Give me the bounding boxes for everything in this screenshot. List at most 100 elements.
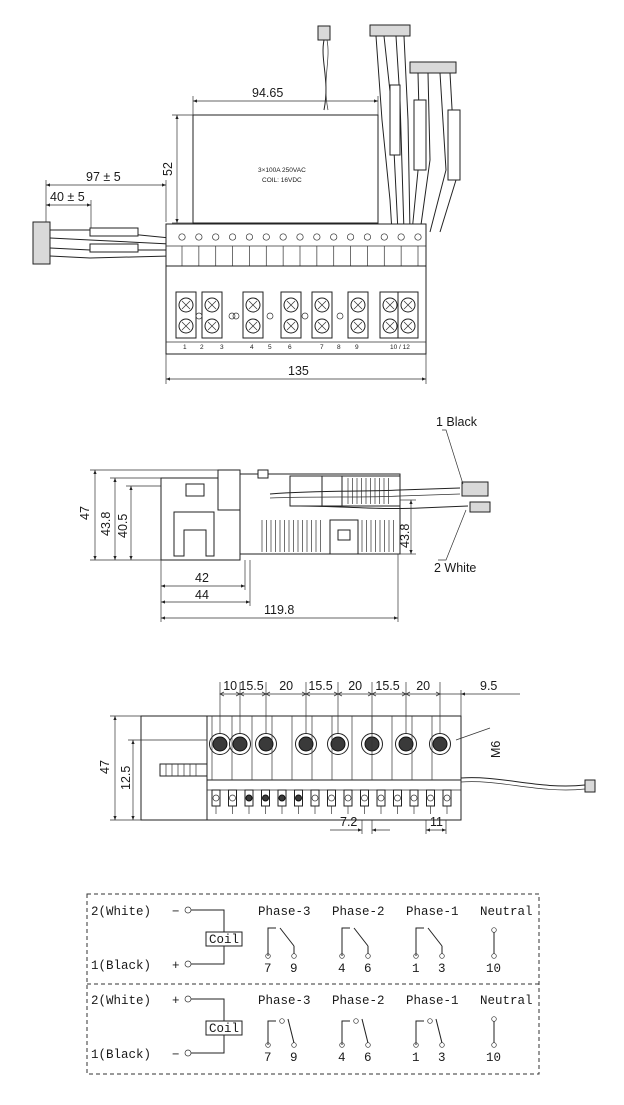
rating-label: 3×100A 250VAC bbox=[258, 167, 306, 174]
input-black-label: 1(Black) bbox=[91, 1048, 151, 1062]
side-wires bbox=[269, 481, 491, 513]
phase-label: Phase-1 bbox=[406, 994, 459, 1008]
terminal-circle bbox=[184, 1049, 192, 1057]
pin-hole bbox=[245, 233, 253, 241]
dim-thread-m6: M6 bbox=[489, 741, 503, 758]
input-black-polarity: + bbox=[172, 959, 180, 973]
wire-black-label: 1 Black bbox=[436, 415, 478, 429]
terminal-hole bbox=[266, 312, 274, 320]
coil-box bbox=[205, 1020, 243, 1036]
dim-height: 52 bbox=[161, 162, 175, 176]
pin-dot bbox=[377, 794, 385, 802]
terminal-number: 1 bbox=[183, 344, 187, 351]
terminal-number: 5 bbox=[268, 344, 272, 351]
pin-dot bbox=[278, 794, 286, 802]
pin-dot bbox=[212, 794, 220, 802]
pin-number: 10 bbox=[486, 1051, 501, 1065]
input-white-label: 2(White) bbox=[91, 994, 151, 1008]
screw-head bbox=[398, 736, 414, 752]
pin-hole bbox=[262, 233, 270, 241]
phase-label: Neutral bbox=[480, 905, 533, 919]
terminal-hole bbox=[195, 312, 203, 320]
pin-hole bbox=[229, 233, 237, 241]
dim-side-height-47: 47 bbox=[78, 506, 92, 520]
pin-hole bbox=[330, 233, 338, 241]
wire-white-label: 2 White bbox=[434, 561, 476, 575]
pin-dot bbox=[361, 794, 368, 802]
dim-pin-width: 11 bbox=[430, 815, 443, 829]
input-white-polarity: + bbox=[172, 994, 180, 1008]
relay-housing bbox=[192, 114, 379, 224]
dim-side-right-43-8: 43.8 bbox=[398, 524, 412, 548]
coil-label: COIL: 16VDC bbox=[262, 177, 302, 184]
pin-hole bbox=[363, 233, 371, 241]
dim-bottom-screw-12-5: 12.5 bbox=[119, 766, 133, 790]
pin-hole bbox=[279, 233, 287, 241]
screw-row bbox=[209, 716, 451, 780]
input-white-polarity: − bbox=[172, 905, 180, 919]
contact-arm bbox=[427, 927, 443, 947]
terminal-number: 9 bbox=[355, 344, 359, 351]
pin-dot bbox=[311, 794, 319, 802]
dim-94-65: 94.65 bbox=[192, 86, 379, 115]
terminal-number: 4 bbox=[250, 344, 254, 351]
dim-side-width-44: 44 bbox=[195, 588, 209, 602]
pitch-value: 15.5 bbox=[308, 679, 332, 693]
pin-dot bbox=[443, 794, 451, 802]
terminal-hole bbox=[336, 312, 344, 320]
side-view: 1 Black 2 White 47 43.8 40.5 43.8 42 44 … bbox=[78, 415, 491, 622]
pitch-value: 15.5 bbox=[375, 679, 399, 693]
side-bracket bbox=[159, 763, 208, 777]
pin-dot bbox=[262, 794, 269, 802]
terminal-circle bbox=[184, 960, 192, 968]
dim-52: 52 bbox=[161, 114, 193, 224]
screw-head bbox=[330, 736, 346, 752]
pitch-value: 20 bbox=[416, 679, 430, 693]
screw-head bbox=[432, 736, 448, 752]
pin-number: 7 bbox=[264, 962, 272, 976]
phase-label: Phase-3 bbox=[258, 905, 311, 919]
dim-right-offset: 9.5 bbox=[480, 679, 497, 693]
pin-hole bbox=[414, 233, 422, 241]
input-white-label: 2(White) bbox=[91, 905, 151, 919]
pin-number: 4 bbox=[338, 1051, 346, 1065]
dim-top-width: 94.65 bbox=[252, 86, 283, 100]
pin-number: 6 bbox=[364, 1051, 372, 1065]
schematic-lower: 2(White) +1(Black) − Coil Phase-3 7 9 Phase-2 4 6… bbox=[91, 994, 533, 1065]
terminal-hole bbox=[228, 312, 236, 320]
pin-hole bbox=[347, 233, 355, 241]
phase-label: Phase-3 bbox=[258, 994, 311, 1008]
input-black-polarity: − bbox=[172, 1048, 180, 1062]
pin-number: 9 bbox=[290, 962, 298, 976]
pitch-value: 10 bbox=[223, 679, 237, 693]
coil-label: Coil bbox=[209, 1022, 239, 1036]
dim-97: 97 ± 5 bbox=[45, 170, 167, 222]
pin-dot bbox=[394, 794, 401, 802]
pitch-value: 20 bbox=[279, 679, 293, 693]
terminal-number: 7 bbox=[320, 344, 324, 351]
pin-number: 9 bbox=[290, 1051, 298, 1065]
phase-label: Phase-2 bbox=[332, 994, 385, 1008]
right-connectors bbox=[369, 24, 461, 233]
pin-hole bbox=[380, 233, 388, 241]
input-black-label: 1(Black) bbox=[91, 959, 151, 973]
pin-hole bbox=[178, 233, 186, 241]
pin-number: 7 bbox=[264, 1051, 272, 1065]
contact-arm bbox=[353, 927, 369, 947]
pin-number: 10 bbox=[486, 962, 501, 976]
pin-number: 3 bbox=[438, 1051, 446, 1065]
pin-hole bbox=[397, 233, 405, 241]
pin-dot bbox=[410, 794, 418, 802]
pin-hole bbox=[296, 233, 304, 241]
pin-number: 4 bbox=[338, 962, 346, 976]
phase-label: Phase-1 bbox=[406, 905, 459, 919]
pin-number: 1 bbox=[412, 962, 420, 976]
contact-arm bbox=[279, 927, 295, 947]
pin-number: 1 bbox=[412, 1051, 420, 1065]
dim-lead-short: 40 ± 5 bbox=[50, 190, 85, 204]
screw-head bbox=[258, 736, 274, 752]
